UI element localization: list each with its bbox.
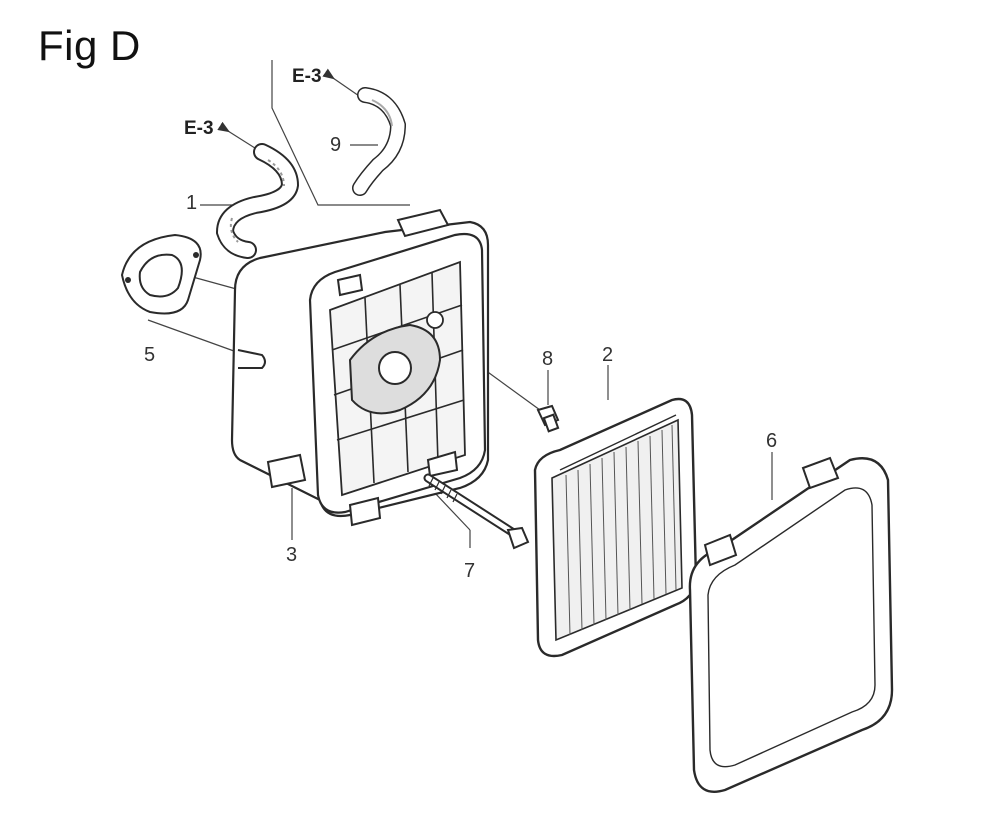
- filter-element-2: [533, 397, 698, 658]
- callout-2: 2: [602, 344, 614, 366]
- gasket-5: [120, 233, 202, 315]
- callout-1: 1: [186, 192, 198, 214]
- flange-bolt-8: [536, 404, 560, 433]
- air-cleaner-case-3: [230, 208, 490, 527]
- callout-8: 8: [542, 348, 554, 370]
- callout-5: 5: [144, 344, 156, 366]
- callout-3: 3: [286, 544, 298, 566]
- stud-bolt-7: [423, 473, 530, 550]
- reference-label-e3-top: E-3: [292, 66, 322, 87]
- breather-hose-1: [215, 143, 300, 259]
- callout-9: 9: [330, 134, 342, 156]
- callout-7: 7: [464, 560, 476, 582]
- reference-label-e3-left: E-3: [184, 118, 214, 139]
- air-cleaner-cover-6: [688, 456, 894, 793]
- figure-title: Fig D: [38, 22, 141, 69]
- breather-hose-9: [352, 87, 407, 196]
- callout-6: 6: [766, 430, 778, 452]
